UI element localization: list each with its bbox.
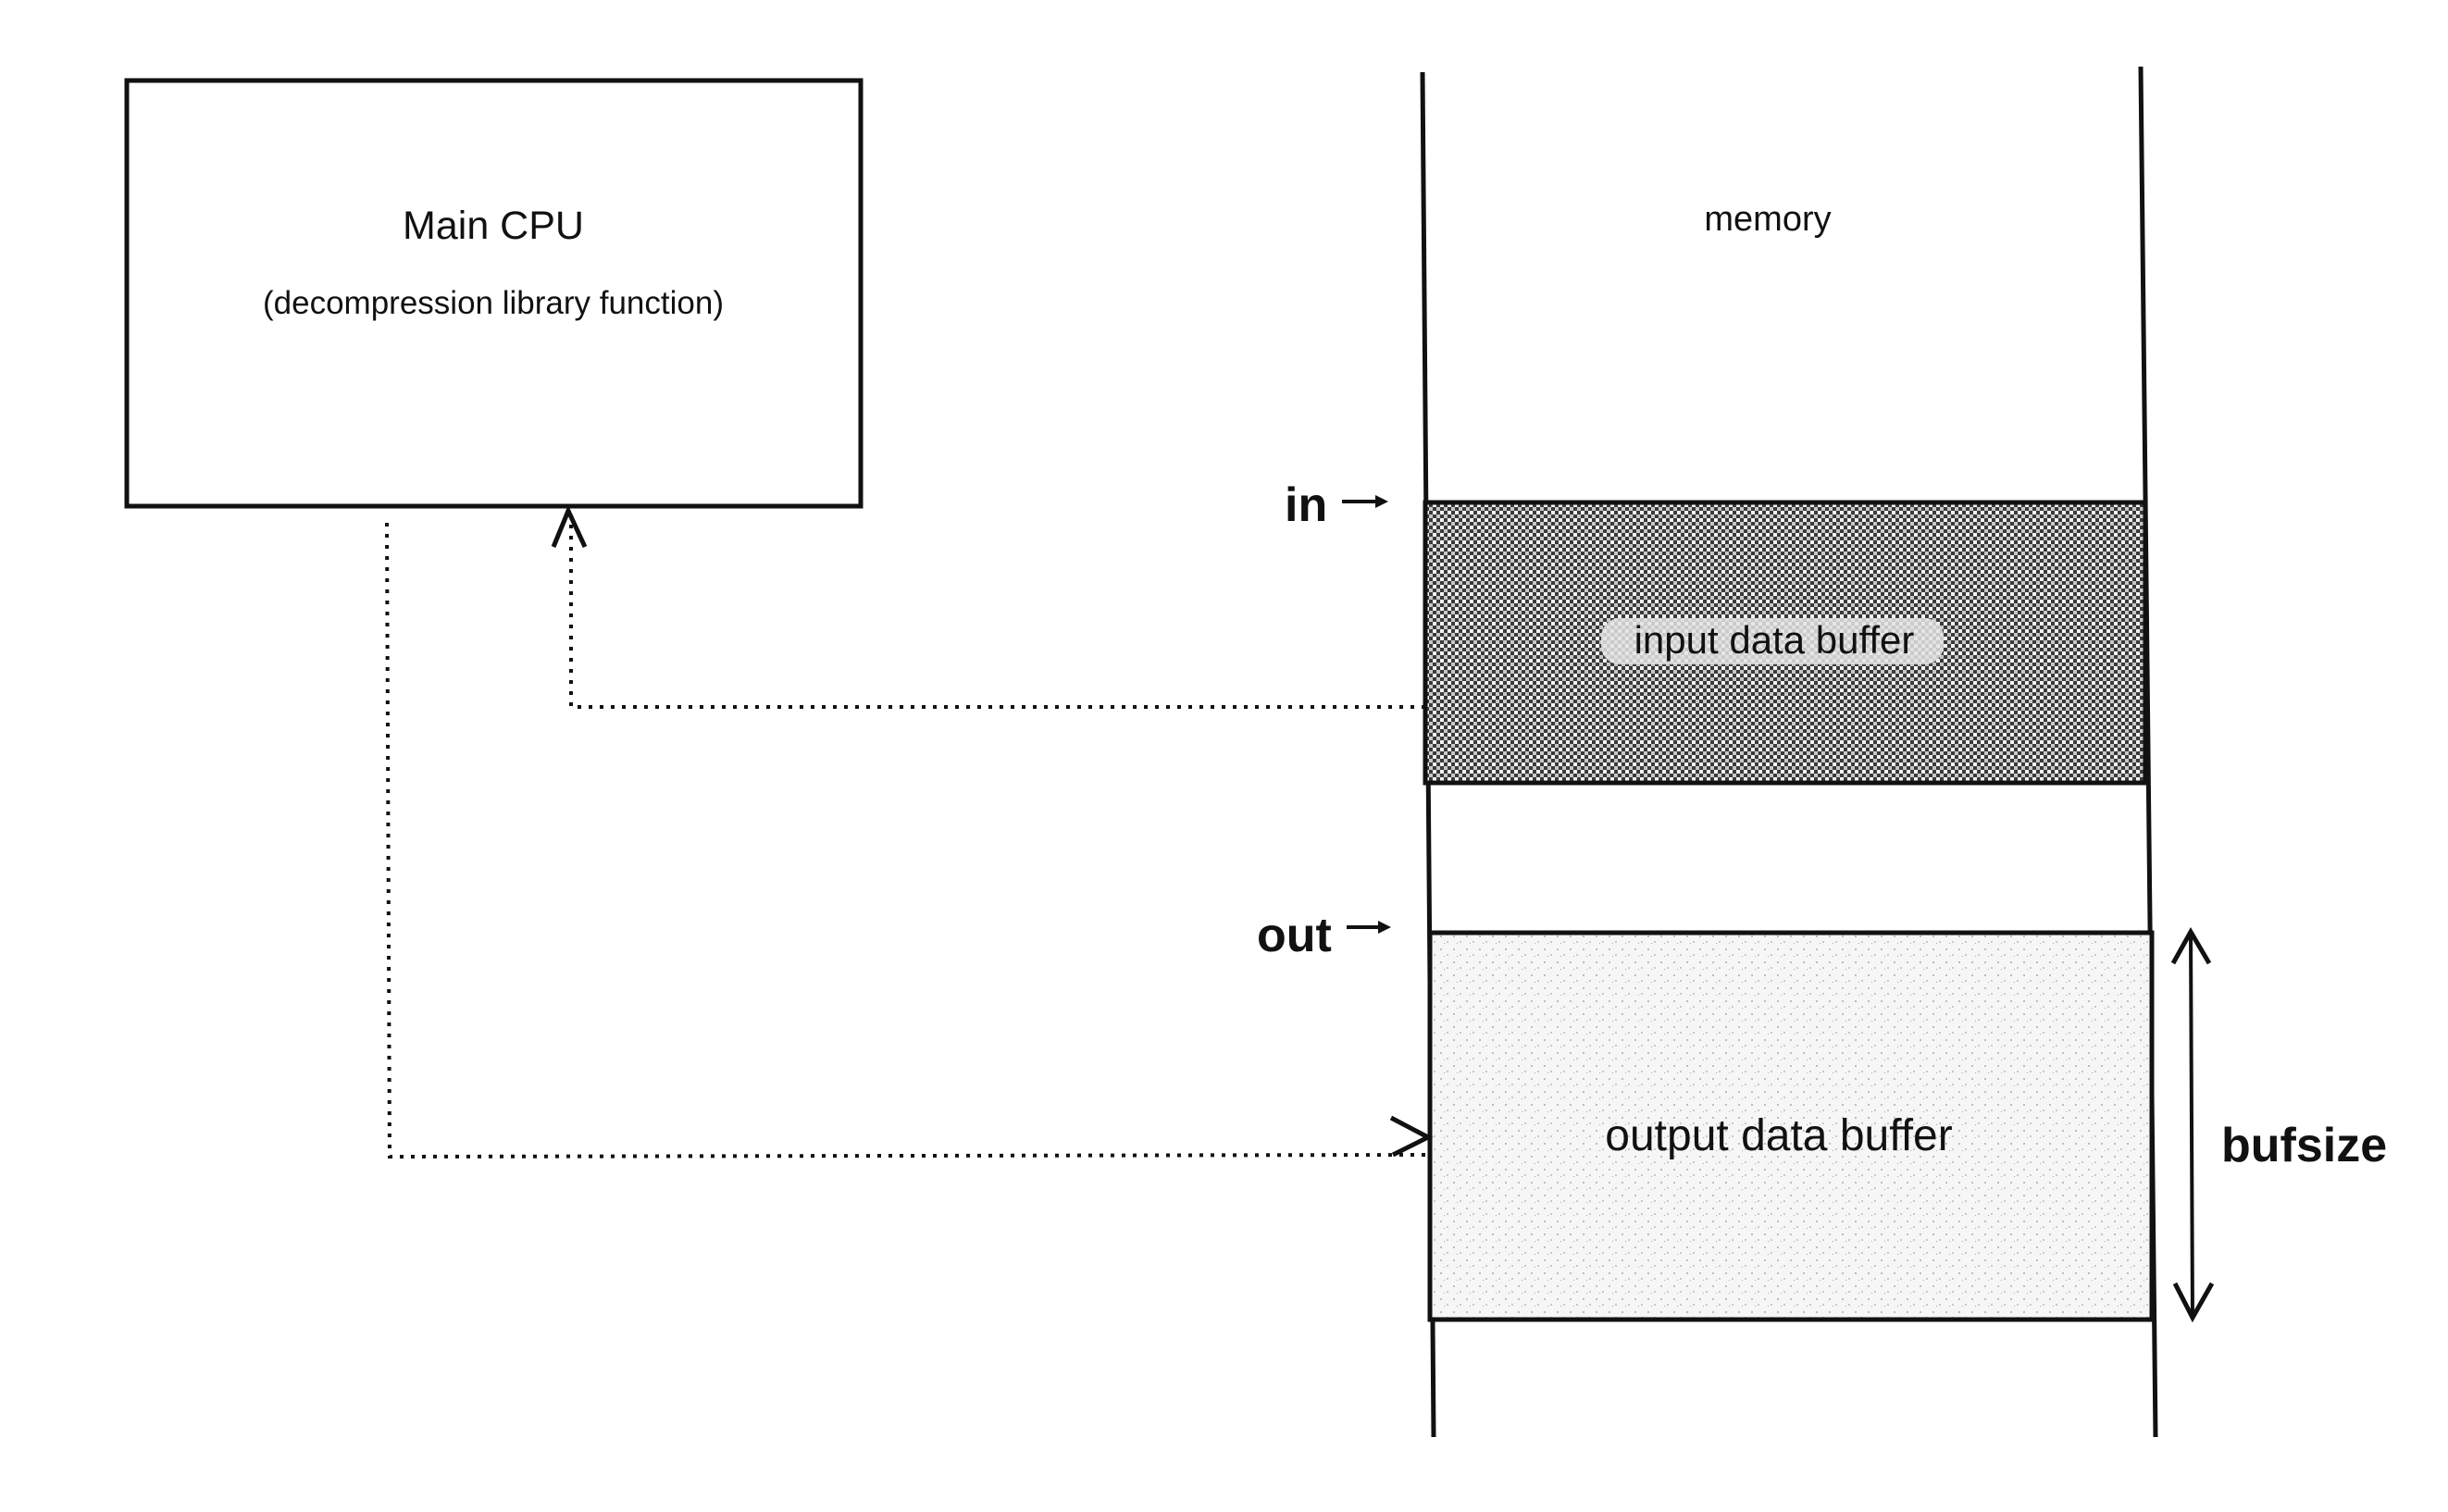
- output-data-buffer: [1427, 930, 2155, 1322]
- input-label-backdrop: [1601, 618, 1944, 664]
- in-pointer-label: in: [1285, 478, 1327, 532]
- cpu-subtitle: (decompression library function): [263, 285, 724, 321]
- out-pointer: out: [1257, 909, 1391, 962]
- bufsize-arrow-down-icon: [2172, 1282, 2215, 1323]
- cpu-block: Main CPU (decompression library function…: [124, 78, 864, 509]
- in-pointer-arrow-icon: [1375, 495, 1388, 508]
- flow-input-to-cpu-line: [569, 518, 1425, 709]
- bufsize-label: bufsize: [2221, 1119, 2387, 1172]
- memory-block: memory input data buffer output data buf…: [1420, 66, 2158, 1438]
- output-buffer-label: output data buffer: [1605, 1111, 1952, 1160]
- flow-cpu-to-output-line: [385, 522, 1426, 1159]
- flow-cpu-to-output: [385, 522, 1434, 1159]
- bufsize-dimension: bufsize: [2170, 926, 2387, 1323]
- bufsize-arrow-up-icon: [2170, 926, 2212, 965]
- flow-cpu-to-output-arrow-icon: [1389, 1115, 1434, 1158]
- input-buffer-label: input data buffer: [1634, 618, 1915, 662]
- cpu-box: [124, 78, 864, 509]
- out-pointer-arrow-icon: [1378, 921, 1391, 934]
- flow-input-to-cpu-arrow-icon: [551, 504, 588, 549]
- flow-input-to-cpu: [551, 504, 1425, 709]
- in-pointer: in: [1285, 478, 1388, 532]
- cpu-title: Main CPU: [403, 204, 584, 248]
- out-pointer-label: out: [1257, 909, 1332, 962]
- bufsize-arrow-line: [2189, 932, 2194, 1320]
- memory-label: memory: [1704, 200, 1831, 239]
